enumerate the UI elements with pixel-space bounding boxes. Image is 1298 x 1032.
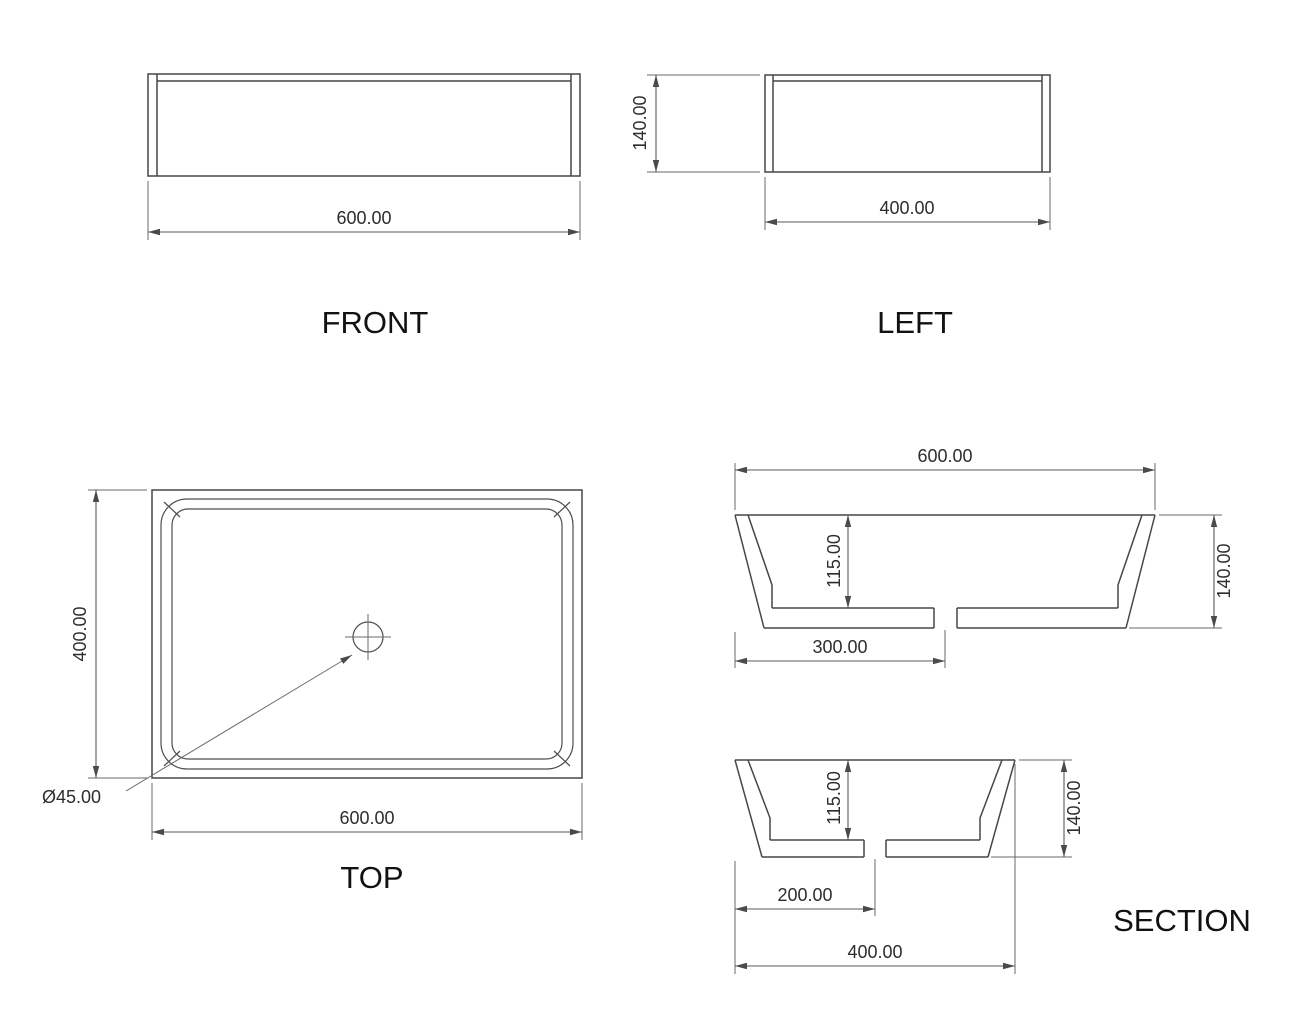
top-view: Ø45.00 400.00 600.00 TOP (42, 489, 583, 895)
dimension-value: 300.00 (812, 637, 867, 657)
dimension-value: 200.00 (777, 885, 832, 905)
drain-crosshair (345, 614, 391, 660)
left-width-dimension: 400.00 (764, 177, 1051, 230)
front-view-label: FRONT (322, 305, 429, 340)
dimension-value: 115.00 (824, 771, 844, 825)
left-view: 140.00 400.00 LEFT (630, 74, 1051, 340)
left-view-outline (764, 74, 1051, 173)
dimension-value: 140.00 (630, 95, 650, 150)
section-long-drain-center-dimension: 300.00 (734, 630, 946, 668)
section-view-label: SECTION (1113, 903, 1251, 938)
dimension-extension-lines (647, 74, 760, 173)
top-view-basin-edge (171, 508, 563, 760)
dimension-extension-lines (734, 859, 876, 974)
dimension-extension-lines (88, 489, 147, 779)
top-height-dimension: 400.00 (70, 489, 147, 779)
dimension-extension-lines (1129, 514, 1222, 629)
top-view-rim-inner-edge (160, 498, 574, 770)
section-cross-view: 115.00 140.00 200.00 400.00 SECTION (734, 759, 1251, 974)
section-long-depth-dimension: 115.00 (824, 515, 852, 608)
dimension-value: 600.00 (917, 446, 972, 466)
top-view-corner-ticks (163, 501, 571, 767)
leader-line (125, 654, 353, 792)
dimension-value: Ø45.00 (42, 787, 101, 807)
dimension-value: 600.00 (339, 808, 394, 828)
top-view-label: TOP (340, 860, 403, 895)
front-width-dimension: 600.00 (147, 181, 581, 240)
section-cross-depth-dimension: 115.00 (824, 760, 852, 840)
section-cross-height-dimension: 140.00 (991, 759, 1084, 858)
section-cross-width-dimension: 400.00 (735, 764, 1016, 974)
top-view-outer-rim (151, 489, 583, 779)
dimension-value: 400.00 (879, 198, 934, 218)
section-cross-drain-center-dimension: 200.00 (734, 859, 876, 974)
dimension-value: 140.00 (1064, 780, 1084, 835)
section-long-profile (734, 514, 1156, 629)
left-height-dimension: 140.00 (630, 74, 760, 173)
dimension-value: 400.00 (847, 942, 902, 962)
section-long-width-dimension: 600.00 (734, 446, 1156, 510)
dimension-value: 600.00 (336, 208, 391, 228)
dimension-value: 115.00 (824, 534, 844, 588)
front-view: 600.00 FRONT (147, 73, 581, 340)
section-cross-profile (734, 759, 1016, 858)
dimension-value: 400.00 (70, 606, 90, 661)
top-width-dimension: 600.00 (151, 783, 583, 840)
dimension-value: 140.00 (1214, 543, 1234, 598)
dimension-extension-lines (991, 759, 1072, 858)
front-view-outline (147, 73, 581, 177)
left-view-label: LEFT (877, 305, 953, 340)
section-longitudinal-view: 600.00 115.00 140.00 300.00 (734, 446, 1234, 668)
drain-diameter-callout: Ø45.00 (42, 654, 353, 807)
section-long-height-dimension: 140.00 (1129, 514, 1234, 629)
